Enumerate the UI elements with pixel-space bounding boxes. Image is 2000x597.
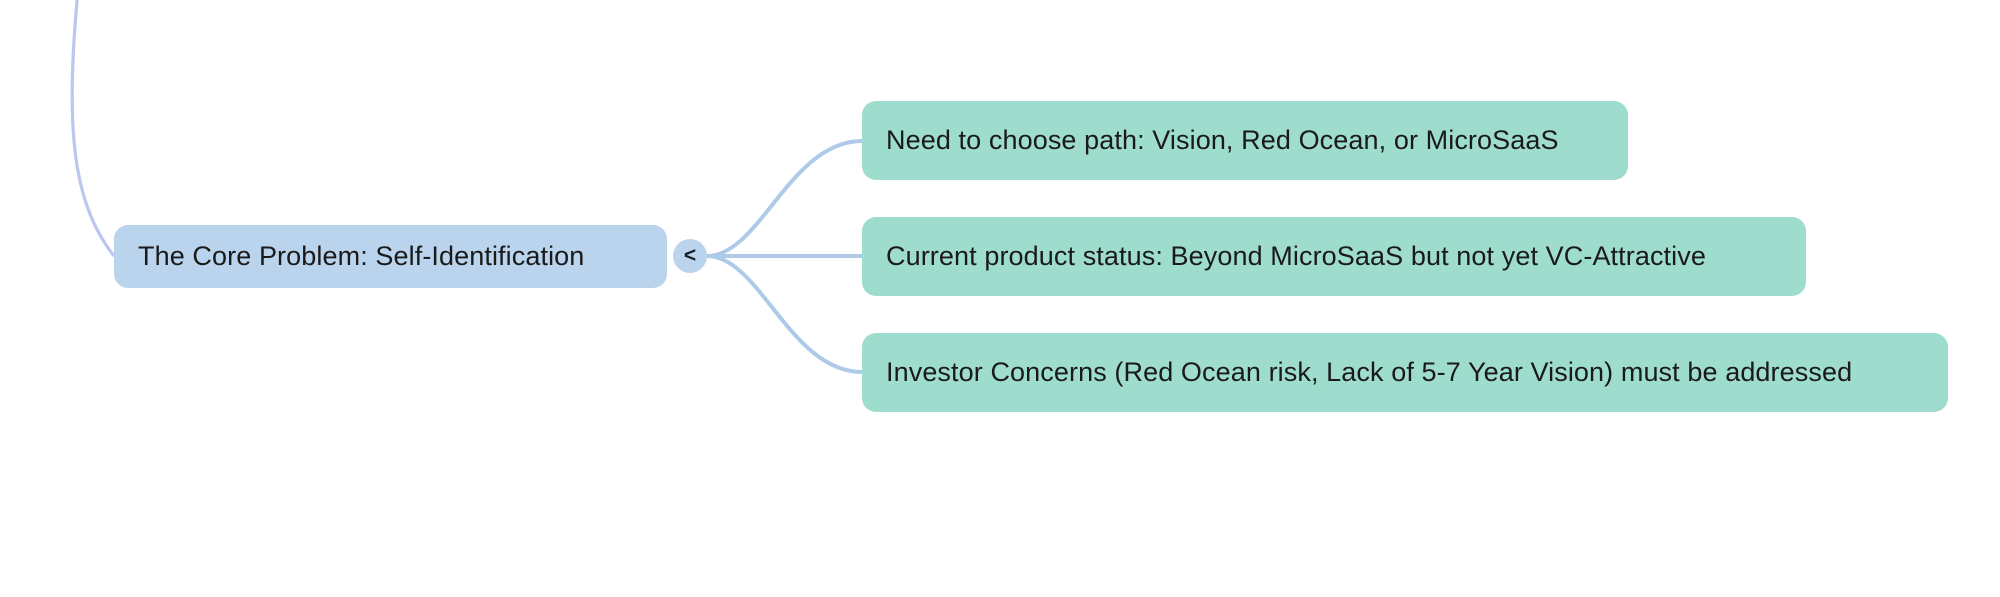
child-node-3-label: Investor Concerns (Red Ocean risk, Lack … bbox=[886, 357, 1853, 388]
chevron-left-icon: < bbox=[683, 243, 697, 267]
child-node-2-label: Current product status: Beyond MicroSaaS… bbox=[886, 241, 1706, 272]
child-node-1[interactable]: Need to choose path: Vision, Red Ocean, … bbox=[862, 101, 1628, 180]
edge-root-to-child-1 bbox=[706, 139, 863, 258]
collapse-toggle-button[interactable]: < bbox=[673, 239, 707, 273]
root-node-label: The Core Problem: Self-Identification bbox=[138, 241, 585, 272]
edge-incoming-from-parent bbox=[70, 0, 116, 257]
child-node-1-label: Need to choose path: Vision, Red Ocean, … bbox=[886, 125, 1559, 156]
edge-root-to-child-3 bbox=[706, 254, 863, 374]
child-node-2[interactable]: Current product status: Beyond MicroSaaS… bbox=[862, 217, 1806, 296]
child-node-3[interactable]: Investor Concerns (Red Ocean risk, Lack … bbox=[862, 333, 1948, 412]
root-node[interactable]: The Core Problem: Self-Identification bbox=[114, 225, 667, 288]
